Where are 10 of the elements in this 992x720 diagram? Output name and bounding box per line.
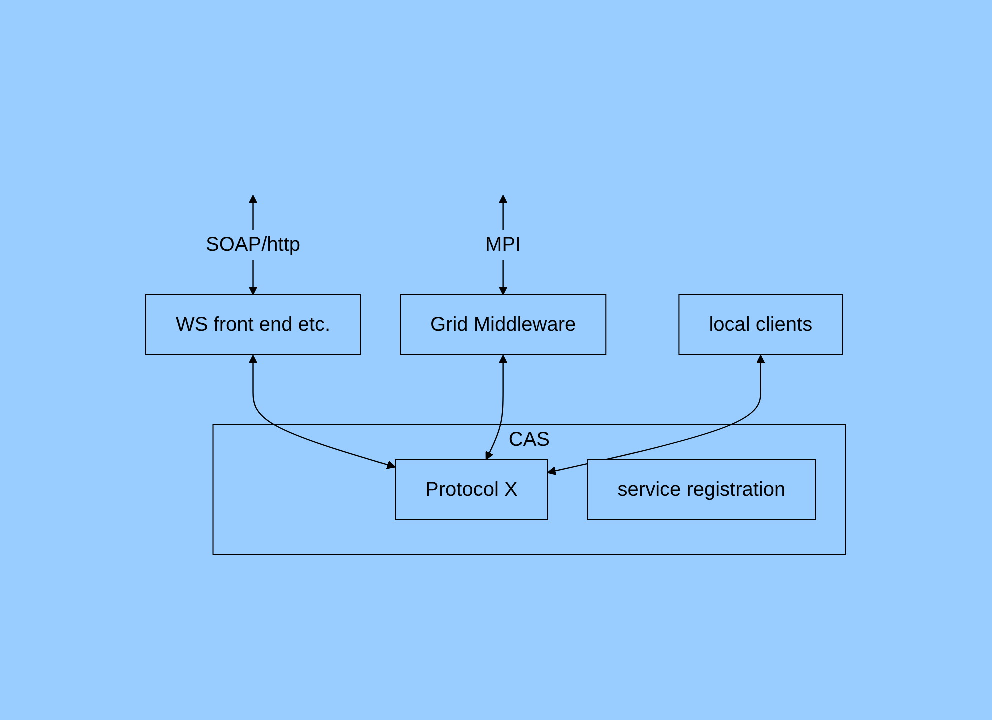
- node-box: service registration: [587, 460, 816, 520]
- edge-label: MPI: [486, 234, 522, 256]
- arrow: [486, 355, 508, 460]
- node-box: WS front end etc.: [146, 294, 362, 356]
- node-box: Grid Middleware: [400, 294, 607, 356]
- edge-label: SOAP/http: [206, 234, 301, 256]
- arrow: [548, 355, 766, 476]
- node-box: Protocol X: [395, 460, 548, 520]
- arrow: [249, 355, 396, 470]
- node-box: local clients: [678, 294, 844, 356]
